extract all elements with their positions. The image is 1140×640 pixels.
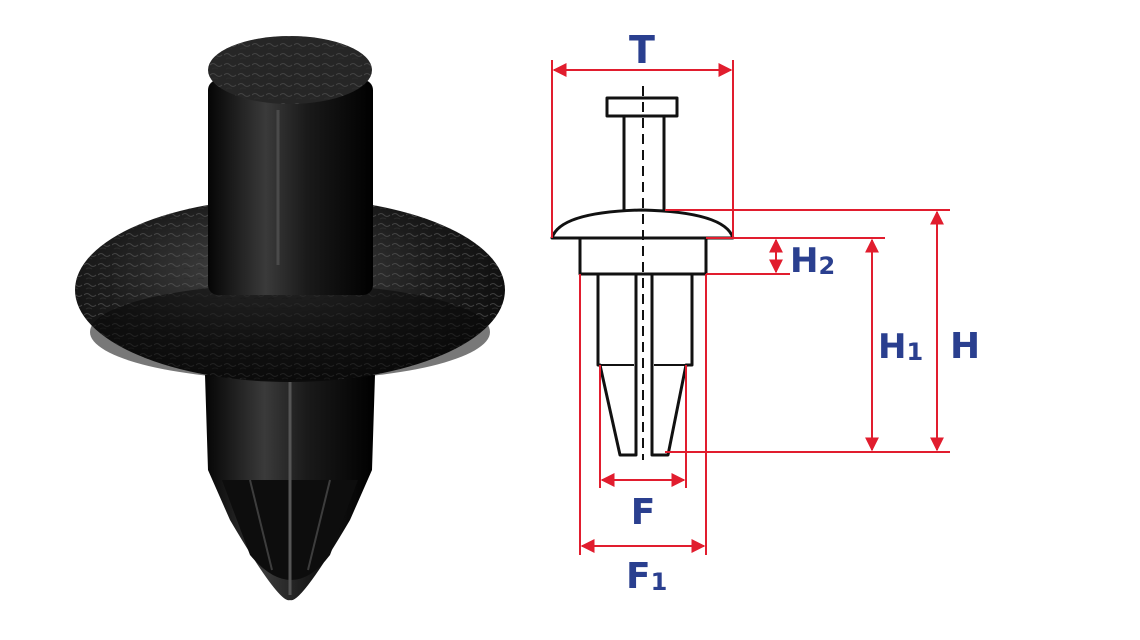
label-H1-main: H: [878, 327, 906, 367]
label-F1-main: F: [626, 556, 651, 597]
label-F1: F1: [626, 556, 667, 597]
label-F1-sub: 1: [651, 568, 668, 596]
label-H1: H1: [878, 327, 923, 367]
dimension-lines: [551, 60, 950, 555]
label-H2-sub: 2: [818, 252, 835, 280]
label-T: T: [629, 28, 655, 72]
label-H: H: [950, 326, 980, 367]
label-H2-main: H: [790, 241, 818, 281]
drawing-pin-shaft: [622, 114, 666, 214]
clip-photo: [75, 36, 505, 601]
label-H1-sub: 1: [906, 338, 923, 366]
clip-photo-pin: [208, 80, 373, 295]
label-H2: H2: [790, 241, 835, 281]
label-F: F: [631, 492, 656, 533]
clip-drawing: [550, 86, 735, 460]
dimension-labels: T H2 H1 H F F1: [626, 28, 980, 597]
